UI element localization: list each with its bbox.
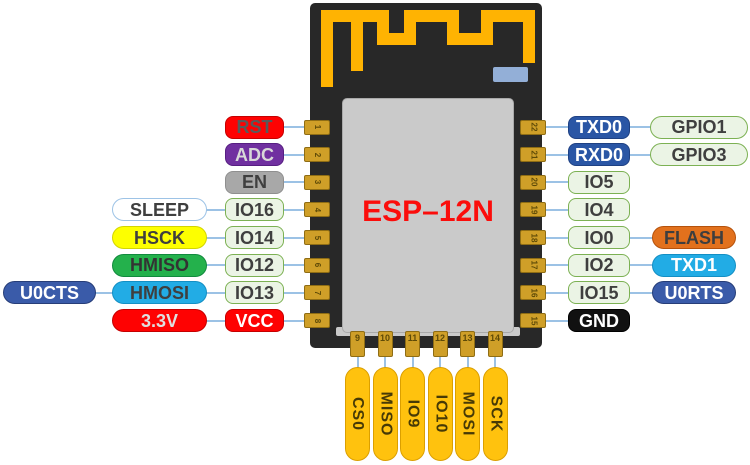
pin-name-io0: IO0 [568, 226, 630, 250]
pin-name-io14: IO14 [225, 226, 284, 250]
pad-11: 11 [405, 331, 420, 357]
pad-5: 5 [304, 230, 330, 246]
pin-name-io15: IO15 [568, 281, 630, 305]
pad-20: 20 [520, 174, 546, 190]
pad-16: 16 [520, 285, 546, 301]
pad-17: 17 [520, 257, 546, 273]
pin-name-rxd0: RXD0 [568, 143, 630, 167]
antenna-trace-icon [321, 10, 535, 87]
pin-name-io13: IO13 [225, 281, 284, 305]
pin-name-adc: ADC [225, 143, 284, 167]
wire [439, 354, 441, 372]
pad-22: 22 [520, 119, 546, 135]
alt-function-flash: FLASH [652, 226, 736, 250]
alt-function-u0cts: U0CTS [3, 281, 96, 305]
wire [130, 208, 312, 211]
pad-18: 18 [520, 230, 546, 246]
pin-name-io5: IO5 [568, 170, 630, 194]
pad-9: 9 [350, 331, 365, 357]
alt-function-hsck: HSCK [112, 226, 207, 250]
alt-function-u0rts: U0RTS [652, 281, 736, 305]
pin-name-vcc: VCC [225, 309, 284, 333]
pin-name-io16: IO16 [225, 198, 284, 222]
alt-function-hmosi: HMOSI [112, 281, 207, 305]
pad-3: 3 [304, 174, 330, 190]
alt-function-sleep: SLEEP [112, 198, 207, 222]
pin-name-io10: IO10 [427, 367, 453, 461]
pad-19: 19 [520, 202, 546, 218]
alt-function-3_3v: 3.3V [112, 309, 207, 333]
wire [356, 354, 359, 372]
wire [130, 319, 312, 322]
module-label: ESP–12N [362, 194, 494, 228]
pin-name-en: EN [225, 170, 284, 194]
wire [130, 264, 312, 267]
pad-8: 8 [304, 313, 330, 329]
pin-name-mosi: MOSI [455, 367, 480, 461]
pin-name-io12: IO12 [225, 253, 284, 277]
alt-function-gpio1: GPIO1 [650, 115, 748, 139]
pad-14: 14 [487, 331, 503, 357]
alt-function-hmiso: HMISO [112, 253, 207, 277]
pin-name-gnd: GND [568, 309, 630, 333]
alt-function-gpio3: GPIO3 [650, 143, 748, 167]
pin-name-sck: SCK [482, 367, 508, 461]
wire [411, 354, 414, 372]
pin-name-miso: MISO [372, 367, 398, 461]
pad-15: 15 [520, 313, 546, 329]
pad-13: 13 [460, 331, 475, 357]
chip-marker [493, 67, 528, 82]
pad-21: 21 [520, 147, 546, 163]
wire [494, 354, 496, 372]
pad-12: 12 [432, 331, 448, 357]
pad-7: 7 [304, 285, 330, 301]
wire [130, 236, 312, 239]
pad-4: 4 [304, 202, 330, 218]
pad-2: 2 [304, 147, 330, 163]
wire [384, 354, 386, 372]
pin-name-io2: IO2 [568, 253, 630, 277]
pad-6: 6 [304, 257, 330, 273]
pin-name-cs0: CS0 [345, 367, 370, 461]
wire [466, 354, 469, 372]
pin-name-io9: IO9 [400, 367, 425, 461]
pad-10: 10 [377, 331, 393, 357]
pad-1: 1 [304, 119, 330, 135]
pin-name-rst: RST [225, 115, 284, 139]
alt-function-txd1: TXD1 [652, 253, 736, 277]
pin-name-txd0: TXD0 [568, 115, 630, 139]
shield-plate: ESP–12N [342, 98, 514, 333]
pin-name-io4: IO4 [568, 198, 630, 222]
